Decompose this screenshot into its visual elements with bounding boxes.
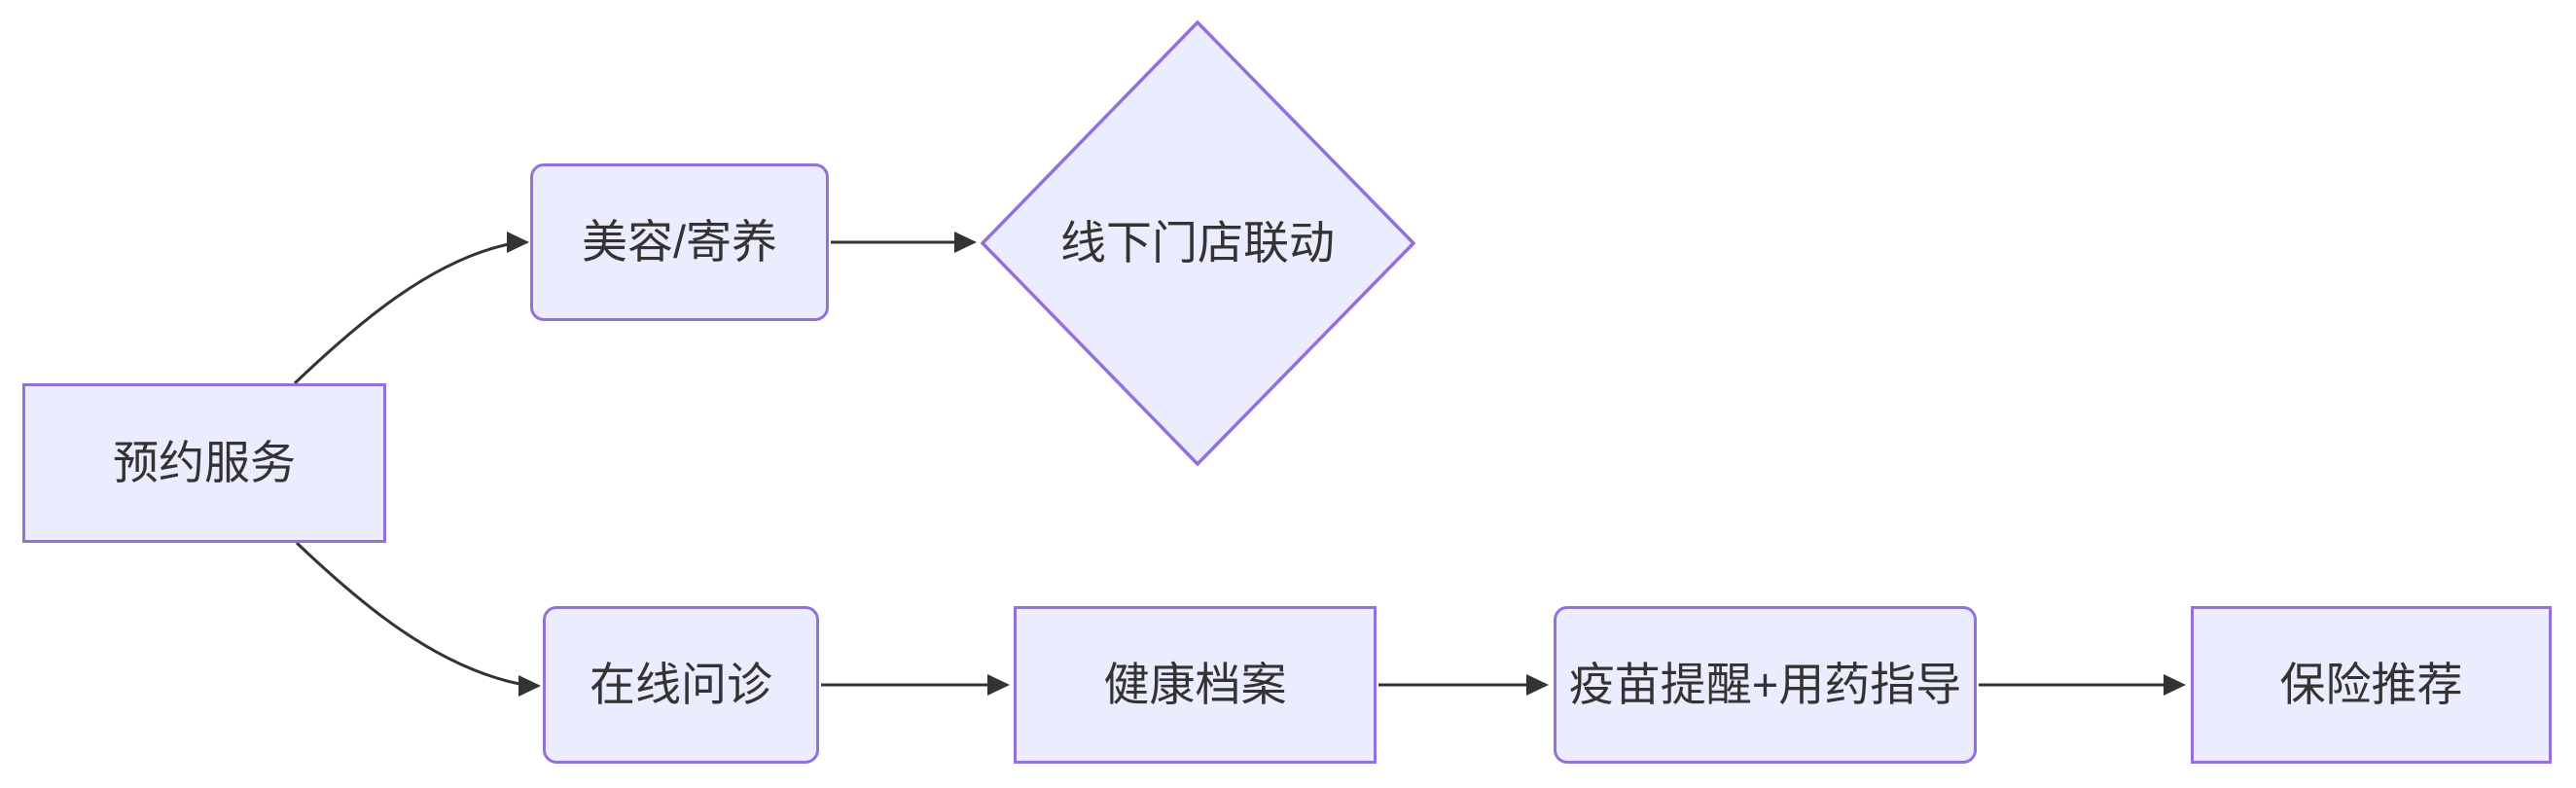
node-appointment-service: 预约服务 <box>22 383 386 543</box>
node-insurance-recommendation: 保险推荐 <box>2191 606 2552 764</box>
node-label: 在线问诊 <box>590 658 772 710</box>
arrowhead-icon <box>507 232 529 253</box>
node-online-consultation: 在线问诊 <box>543 606 819 764</box>
edge-grooming-to-offline-store <box>831 232 977 253</box>
arrowhead-icon <box>1526 674 1549 696</box>
edge-vaccine-to-insurance <box>1979 674 2186 696</box>
node-label: 美容/寄养 <box>581 215 778 268</box>
node-grooming-boarding: 美容/寄养 <box>530 163 829 321</box>
node-label: 线下门店联动 <box>1060 216 1335 269</box>
edge-health-to-vaccine <box>1378 674 1549 696</box>
edge-appointment-to-consultation <box>295 541 541 697</box>
arrowhead-icon <box>954 232 977 253</box>
node-label: 保险推荐 <box>2279 658 2463 710</box>
edge-consultation-to-health <box>821 674 1010 696</box>
node-label: 健康档案 <box>1103 658 1287 710</box>
edge-appointment-to-grooming <box>293 232 529 385</box>
node-health-records: 健康档案 <box>1014 606 1377 764</box>
node-label: 疫苗提醒+用药指导 <box>1568 658 1962 710</box>
node-offline-store-label: 线下门店联动 <box>1060 216 1335 270</box>
node-vaccine-medication: 疫苗提醒+用药指导 <box>1554 606 1977 764</box>
arrowhead-icon <box>987 674 1010 696</box>
arrowhead-icon <box>2164 674 2186 696</box>
node-label: 预约服务 <box>113 436 296 488</box>
arrowhead-icon <box>519 675 541 697</box>
node-offline-store-shape <box>980 19 1416 467</box>
